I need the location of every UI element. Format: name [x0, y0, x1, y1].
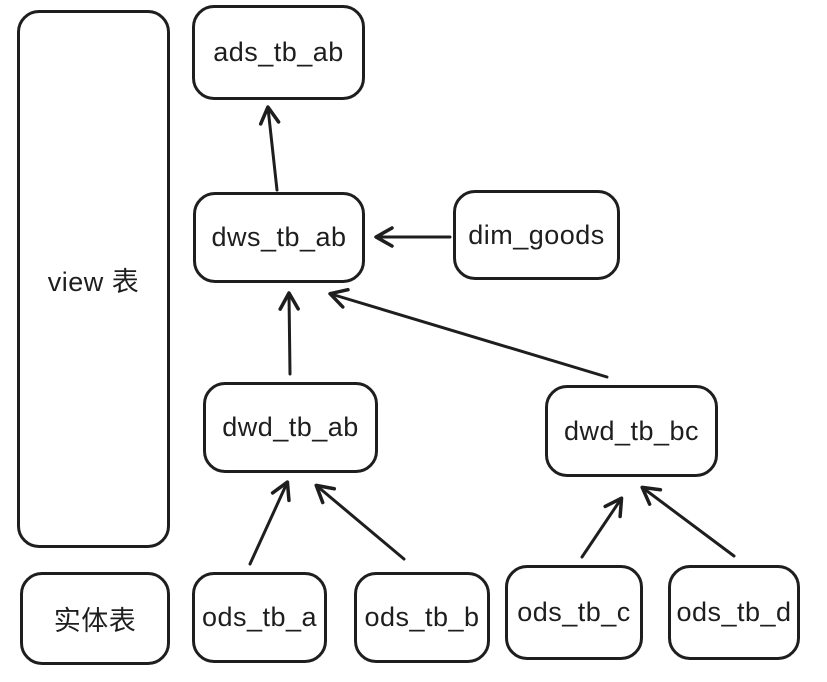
node-dim-goods[interactable]: dim_goods [453, 190, 620, 280]
node-label: dwd_tb_ab [222, 412, 359, 442]
node-ods-tb-d[interactable]: ods_tb_d [668, 565, 800, 660]
node-ods-tb-a[interactable]: ods_tb_a [192, 572, 327, 663]
node-label: ods_tb_a [201, 602, 318, 632]
node-dwd-tb-ab[interactable]: dwd_tb_ab [203, 382, 378, 473]
node-label: 实体表 [53, 606, 137, 636]
edge-ods-tb-a-to-dwd-tb-ab [248, 480, 291, 566]
node-ads-tb-ab[interactable]: ads_tb_ab [192, 5, 365, 100]
edge-ods-tb-d-to-dwd-tb-bc [640, 485, 736, 558]
node-dws-tb-ab[interactable]: dws_tb_ab [193, 192, 365, 283]
edge-dwd-tb-bc-to-dws-tb-ab [328, 287, 609, 379]
node-label: ods_tb_d [676, 597, 792, 627]
edge-ods-tb-c-to-dwd-tb-bc [580, 496, 624, 559]
edge-dwd-tb-ab-to-dws-tb-ab [278, 291, 300, 376]
node-label: dwd_tb_bc [563, 415, 700, 446]
node-ods-tb-c[interactable]: ods_tb_c [505, 565, 643, 660]
node-label: dim_goods [468, 219, 605, 250]
edge-ods-tb-b-to-dwd-tb-ab [314, 483, 406, 561]
node-dwd-tb-bc[interactable]: dwd_tb_bc [545, 385, 718, 477]
node-ods-tb-b[interactable]: ods_tb_b [354, 572, 490, 663]
node-label: ads_tb_ab [213, 37, 344, 67]
node-entity-group[interactable]: 实体表 [20, 572, 170, 665]
node-view-group[interactable]: view 表 [17, 10, 170, 548]
node-label: ods_tb_b [364, 602, 480, 632]
node-label: view 表 [47, 266, 140, 297]
edge-dws-tb-ab-to-ads-tb-ab [258, 105, 281, 192]
node-label: dws_tb_ab [211, 222, 347, 252]
node-label: ods_tb_c [517, 597, 631, 627]
